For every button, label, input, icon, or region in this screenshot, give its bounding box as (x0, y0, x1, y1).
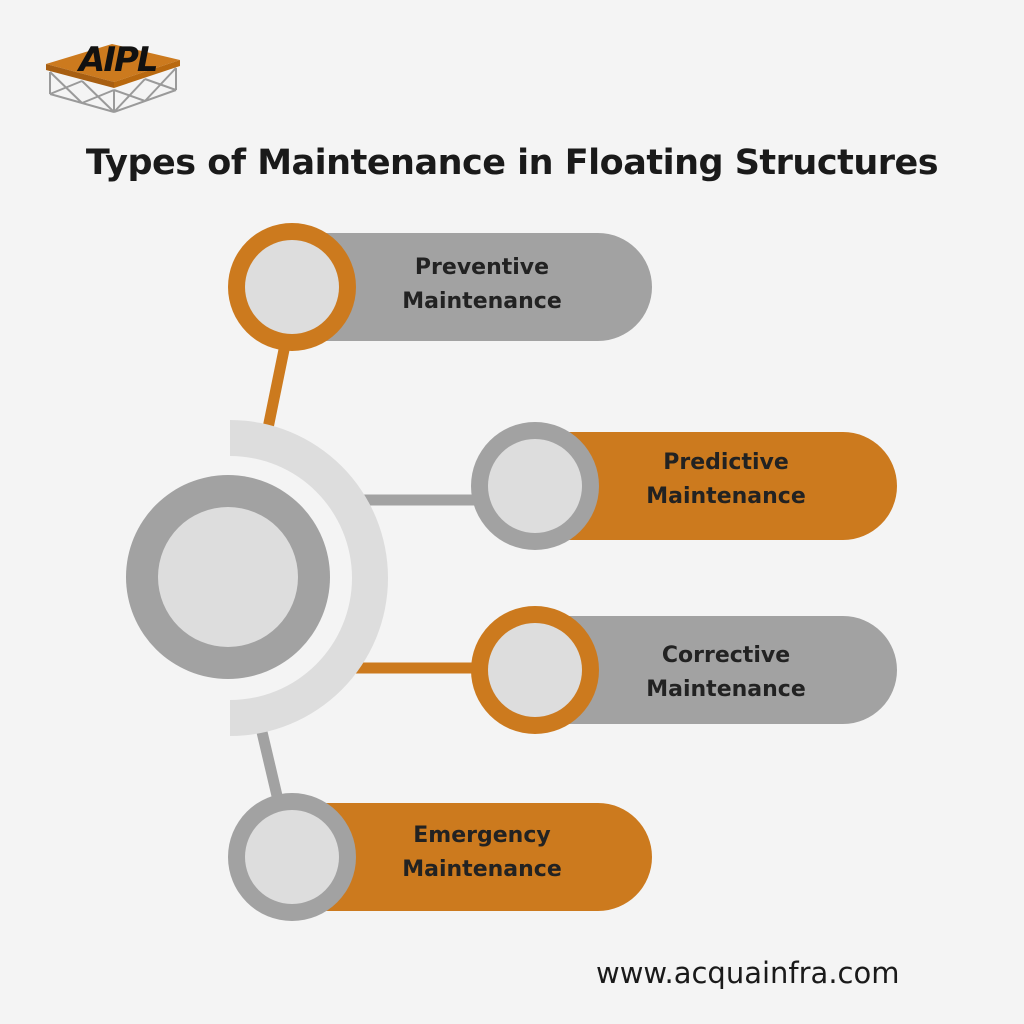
page-title: Types of Maintenance in Floating Structu… (85, 143, 939, 183)
label-emergency-line1: Emergency (413, 823, 551, 848)
aipl-logo: AIPL (42, 36, 184, 116)
logo-platform-icon (46, 44, 180, 113)
pill-emergency (292, 803, 652, 911)
website-link[interactable]: www.acquainfra.com (596, 956, 900, 990)
node-emergency (245, 810, 339, 904)
pill-corrective (535, 616, 897, 724)
label-predictive: Predictive Maintenance (606, 446, 846, 514)
node-corrective (488, 623, 582, 717)
label-preventive-line1: Preventive (414, 255, 550, 280)
label-preventive-line2: Maintenance (402, 289, 562, 314)
label-predictive-line1: Predictive (663, 450, 789, 475)
label-emergency: Emergency Maintenance (362, 819, 602, 887)
label-corrective: Corrective Maintenance (606, 639, 846, 707)
node-predictive (488, 439, 582, 533)
label-corrective-line1: Corrective (661, 643, 791, 668)
label-predictive-line2: Maintenance (646, 484, 806, 509)
logo-text: AIPL (79, 40, 159, 80)
central-arc (230, 420, 388, 736)
central-hub-core (158, 507, 298, 647)
connector-preventive (262, 338, 292, 430)
pill-preventive (292, 233, 652, 341)
connector-emergency (256, 730, 284, 802)
label-emergency-line2: Maintenance (402, 857, 562, 882)
label-corrective-line2: Maintenance (646, 677, 806, 702)
node-preventive (245, 240, 339, 334)
pill-predictive (535, 432, 897, 540)
label-preventive: Preventive Maintenance (362, 251, 602, 319)
